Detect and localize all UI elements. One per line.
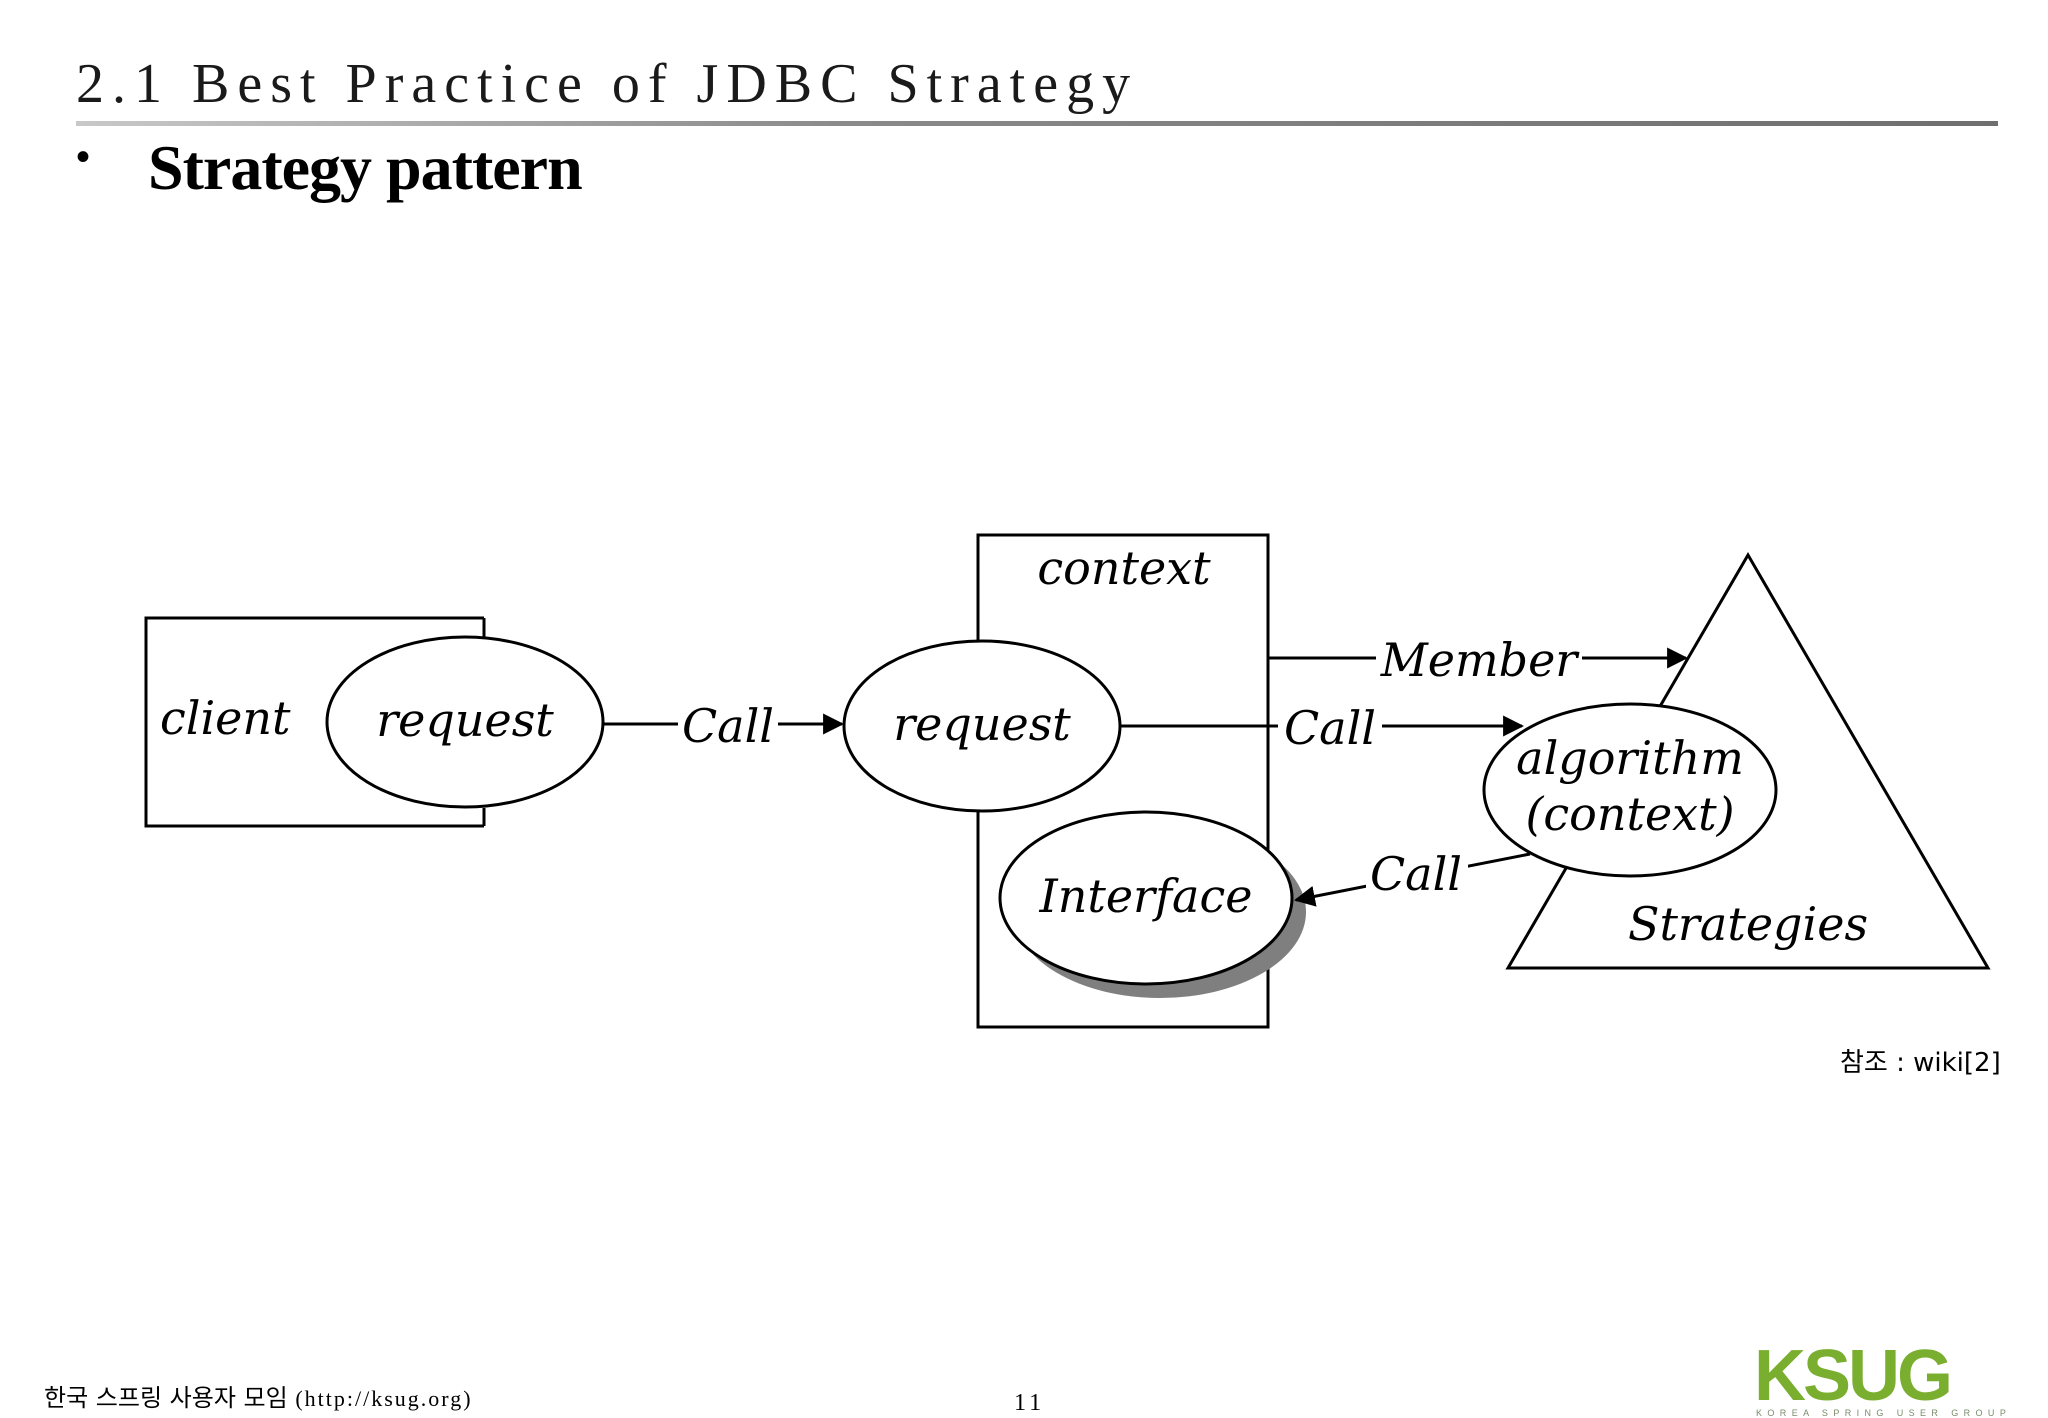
logo-subtitle: KOREA SPRING USER GROUP	[1756, 1408, 2012, 1418]
member-label-bg	[1376, 632, 1582, 682]
client-box	[144, 616, 486, 828]
footer-organization: 한국 스프링 사용자 모임 (http://ksug.org)	[44, 1378, 473, 1413]
call-label-3: Call	[1370, 847, 1462, 901]
interface-ellipse	[998, 810, 1294, 986]
bullet-dot-icon: •	[76, 134, 91, 179]
call-label-bg-1	[678, 698, 778, 748]
client-request-label: request	[376, 693, 554, 747]
member-label: Member	[1380, 633, 1581, 687]
title-divider	[76, 121, 1998, 126]
slide-title: 2.1 Best Practice of JDBC Strategy	[76, 53, 1139, 115]
call-label-bg-3	[1366, 848, 1468, 896]
call-label-1: Call	[682, 699, 774, 753]
footer-url: (http://ksug.org)	[295, 1386, 473, 1411]
algorithm-label-line1: algorithm	[1516, 731, 1744, 785]
logo-wordmark: KSUG	[1754, 1336, 1953, 1416]
strategies-label: Strategies	[1628, 897, 1868, 951]
call-label-bg-2	[1278, 700, 1382, 750]
call-label-2: Call	[1284, 701, 1376, 755]
algorithm-label-line2: (context)	[1525, 787, 1734, 841]
context-label: context	[1037, 541, 1211, 595]
client-request-ellipse	[325, 635, 605, 809]
algorithm-ellipse	[1482, 702, 1778, 878]
footer-org-name: 한국 스프링 사용자 모임	[44, 1384, 288, 1412]
reference-note: 참조 : wiki[2]	[1840, 1048, 2001, 1078]
context-request-label: request	[893, 697, 1071, 751]
client-label: client	[160, 691, 291, 745]
page-number: 11	[1014, 1390, 1046, 1416]
ksug-logo: KSUG KOREA SPRING USER GROUP	[1754, 1340, 2006, 1418]
interface-label: Interface	[1039, 869, 1253, 923]
bullet-text: Strategy pattern	[148, 132, 583, 203]
bullet-item: • Strategy pattern	[76, 128, 583, 208]
